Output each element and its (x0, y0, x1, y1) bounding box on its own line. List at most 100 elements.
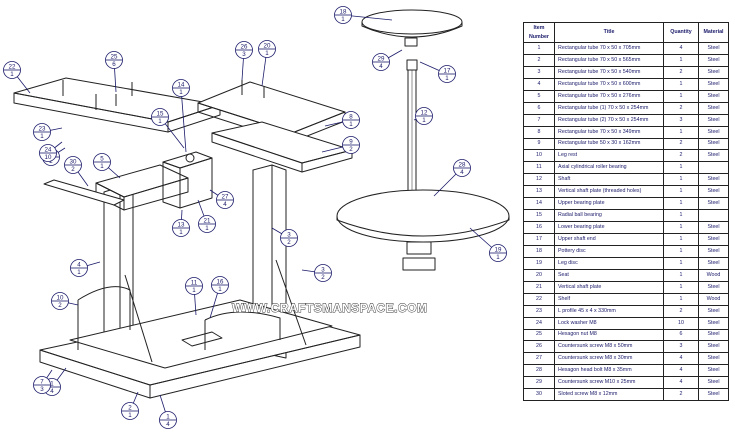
table-cell-item-number: 7 (523, 113, 555, 127)
table-cell-item-number: 12 (523, 173, 555, 187)
callout-bubble-item-5: 51 (93, 153, 121, 179)
table-cell-material: Steel (698, 53, 729, 67)
callout-quantity: 2 (349, 146, 353, 153)
callout-item-number: 20 (264, 43, 271, 50)
callout-bubble-item-26: 263 (235, 41, 253, 81)
callout-quantity: 1 (179, 89, 183, 96)
shaft-part (406, 59, 418, 203)
callout-bubble-item-30: 302 (64, 156, 89, 187)
callout-item-number: 4 (77, 262, 81, 269)
callout-bubble-item-2: 21 (121, 391, 139, 420)
callout-item-number: 25 (111, 54, 118, 61)
callout-item-number: 12 (421, 110, 428, 117)
table-cell-material: Steel (698, 77, 729, 91)
table-cell-title: Seat (554, 268, 664, 282)
leader-line (180, 87, 187, 153)
callout-bubble-item-1: 14 (159, 394, 177, 429)
table-cell-material: Steel (698, 352, 729, 366)
callout-bubble-item-13: 131 (172, 209, 190, 237)
table-cell-title: Hexagon head bolt M8 x 35mm (554, 364, 664, 378)
callout-bubble-item-25: 256 (105, 51, 123, 93)
callout-quantity: 1 (422, 117, 426, 124)
callout-quantity: 1 (349, 121, 353, 128)
callout-item-number: 10 (57, 295, 64, 302)
callout-quantity: 1 (341, 16, 345, 23)
callout-item-number: 30 (70, 159, 77, 166)
table-cell-item-number: 28 (523, 364, 555, 378)
callout-item-number: 3 (321, 267, 325, 274)
table-cell-quantity: 6 (663, 328, 699, 342)
table-cell-quantity: 2 (663, 137, 699, 151)
table-cell-quantity: 1 (663, 268, 699, 282)
table-cell-item-number: 11 (523, 161, 555, 175)
callout-bubble-item-7: 73 (33, 369, 53, 394)
callout-bubble-item-10: 102 (51, 292, 79, 310)
callout-quantity: 6 (112, 61, 116, 68)
callout-bubble-item-21: 211 (197, 199, 216, 233)
callout-item-number: 16 (217, 279, 224, 286)
table-cell-title: Sloted screw M8 x 12mm (554, 388, 664, 402)
table-cell-item-number: 25 (523, 328, 555, 342)
callout-bubble-item-29: 294 (372, 49, 403, 71)
table-cell-title: Lock washer M8 (554, 316, 664, 330)
callout-quantity: 1 (158, 118, 162, 125)
table-cell-quantity: 2 (663, 388, 699, 402)
table-cell-item-number: 22 (523, 292, 555, 306)
table-cell-title: Rectangular tube 70 x 50 x 349mm (554, 125, 664, 139)
table-cell-material: Steel (698, 364, 729, 378)
table-cell-quantity: 1 (663, 197, 699, 211)
table-cell-quantity: 4 (663, 352, 699, 366)
table-cell-material: Steel (698, 113, 729, 127)
callout-item-number: 11 (191, 280, 198, 287)
bearing-plate-part (162, 151, 213, 209)
callout-quantity: 4 (223, 201, 227, 208)
callout-bubble-item-12: 121 (413, 107, 433, 125)
callout-bubble-item-11: 111 (185, 277, 203, 316)
table-cell-material: Steel (698, 244, 729, 258)
callout-item-number: 7 (40, 379, 44, 386)
table-cell-title: Rectangular tube 70 x 50 x 276mm (554, 89, 664, 103)
table-cell-material: Steel (698, 316, 729, 330)
table-cell-quantity: 1 (663, 89, 699, 103)
callout-bubble-item-8: 81 (324, 111, 360, 129)
header-title: Title (554, 22, 664, 43)
table-cell-item-number: 19 (523, 256, 555, 270)
table-cell-title: Pottery disc (554, 244, 664, 258)
table-cell-quantity: 1 (663, 256, 699, 270)
table-cell-material: Steel (698, 125, 729, 139)
table-cell-title: Rectangular tube 70 x 50 x 705mm (554, 42, 664, 55)
callout-item-number: 3 (287, 232, 291, 239)
table-cell-material: Steel (698, 340, 729, 354)
callout-bubble-item-16: 161 (209, 276, 229, 319)
callout-item-number: 9 (349, 139, 353, 146)
callout-quantity: 2 (71, 166, 75, 173)
table-cell-quantity: 1 (663, 233, 699, 246)
table-cell-title: L profile 45 x 4 x 330mm (554, 304, 664, 318)
callout-quantity: 1 (496, 254, 500, 261)
table-cell-material: Wood (698, 268, 729, 282)
header-quantity: Quantity (663, 22, 699, 43)
callout-quantity: 1 (218, 286, 222, 293)
callout-item-number: 2 (128, 405, 132, 412)
table-cell-quantity: 3 (663, 113, 699, 127)
table-cell-material: Steel (698, 328, 729, 342)
table-cell-quantity: 1 (663, 280, 699, 294)
table-cell-material: Steel (698, 101, 729, 115)
callout-quantity: 10 (45, 154, 52, 161)
crossbar-part (43, 164, 189, 211)
